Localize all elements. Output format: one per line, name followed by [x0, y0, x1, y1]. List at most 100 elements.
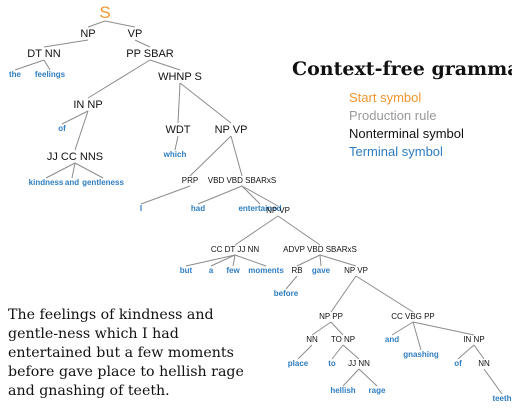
- nonterminal-n20: JJ NN: [348, 359, 370, 368]
- tree-edge-n6-n8: [177, 82, 181, 124]
- tree-edge-n13-t_moments: [234, 254, 267, 267]
- tree-edge-n7-t_gentleness: [74, 162, 104, 179]
- nonterminal-n12: NP VP: [266, 206, 290, 215]
- terminal-t_place: place: [288, 359, 309, 368]
- terminal-t_hellish: hellish: [330, 386, 355, 395]
- tree-edge-n10-t_I: [140, 185, 191, 205]
- tree-edge-start-n2: [104, 20, 136, 28]
- nonterminal-n8: WDT: [165, 124, 190, 136]
- tree-edge-n15-t_before: [285, 275, 298, 290]
- tree-edge-n17-n19: [330, 321, 344, 336]
- nonterminal-n19: TO NP: [331, 335, 355, 344]
- tree-edge-n3-t_feelings: [43, 59, 51, 71]
- nonterminal-n3: DT NN: [27, 48, 60, 60]
- tree-edge-n9-n11: [230, 135, 243, 177]
- tree-edge-n1-n3: [43, 39, 89, 48]
- terminal-t_rage: rage: [369, 386, 386, 395]
- tree-edge-n8-t_which: [174, 135, 179, 151]
- terminal-t_few: few: [226, 266, 240, 275]
- nonterminal-n4: PP SBAR: [126, 48, 174, 60]
- tree-edge-n4-n5: [87, 59, 151, 99]
- tree-edge-n4-n6: [149, 59, 181, 71]
- tree-edge-n14-n15: [296, 254, 321, 267]
- tree-edge-n3-t_the: [14, 59, 45, 71]
- tree-edge-n11-n12: [241, 185, 279, 207]
- tree-edge-n13-t_few: [232, 254, 236, 267]
- tree-edge-n2-n4: [134, 39, 151, 48]
- tree-edge-n20-t_hellish: [342, 368, 360, 387]
- terminal-t_and2: and: [385, 335, 399, 344]
- tree-edge-n20-t_rage: [358, 368, 378, 387]
- tree-edge-n18-t_place: [297, 344, 313, 360]
- terminal-t_feelings: feelings: [35, 70, 66, 79]
- tree-edge-n21-n22: [412, 321, 475, 336]
- terminal-t_but: but: [180, 266, 193, 275]
- tree-edge-n23-t_teeth: [483, 368, 503, 395]
- tree-edge-n17-n18: [311, 321, 332, 336]
- terminal-t_gentleness: gentleness: [82, 178, 124, 187]
- terminal-t_to: to: [328, 359, 336, 368]
- nonterminal-n22: IN NP: [463, 335, 484, 344]
- nonterminal-n17: NP PP: [319, 312, 343, 321]
- nonterminal-n21: CC VBG PP: [391, 312, 435, 321]
- terminal-t_teeth: teeth: [492, 394, 511, 403]
- legend-start-symbol: Start symbol: [349, 90, 421, 105]
- tree-edge-n16-n17: [330, 275, 357, 313]
- example-sentence: The feelings of kindness and gentle-ness…: [8, 307, 244, 399]
- tree-edge-n7-t_kindness: [45, 162, 76, 179]
- terminal-t_moments: moments: [248, 266, 284, 275]
- terminal-t_which: which: [163, 150, 187, 159]
- tree-edge-n6-n9: [179, 82, 232, 124]
- nonterminal-n10: PRP: [182, 176, 198, 185]
- terminal-t_gave: gave: [312, 266, 331, 275]
- terminal-t_a: a: [209, 266, 214, 275]
- terminal-t_of2: of: [454, 359, 462, 368]
- terminal-t_had: had: [191, 204, 205, 213]
- nonterminal-n7: JJ CC NNS: [47, 151, 103, 163]
- tree-edge-n11-t_had: [197, 185, 243, 205]
- tree-edge-n11-t_entertained: [241, 185, 261, 205]
- nonterminal-n2: VP: [128, 28, 143, 40]
- legend-nonterminal-symbol: Nonterminal symbol: [349, 126, 464, 141]
- tree-edge-n5-t_of1: [61, 110, 89, 125]
- tree-edge-n13-t_a: [210, 254, 236, 267]
- terminal-t_gnashing: gnashing: [403, 350, 439, 359]
- tree-edge-n12-n14: [277, 215, 321, 246]
- terminal-t_and1: and: [65, 178, 79, 187]
- tree-edge-n13-t_but: [185, 254, 236, 267]
- terminal-t_I: I: [140, 204, 142, 213]
- nonterminal-n15: RB: [291, 266, 302, 275]
- tree-edge-n19-t_to: [331, 344, 344, 360]
- nonterminal-n18: NN: [306, 335, 318, 344]
- nonterminal-n13: CC DT JJ NN: [211, 245, 260, 254]
- tree-edge-start-n1: [87, 20, 106, 28]
- terminal-t_of1: of: [58, 124, 66, 133]
- tree-edges: [14, 20, 503, 395]
- nonterminal-n9: NP VP: [215, 124, 248, 136]
- tree-edge-n14-t_gave: [319, 254, 322, 267]
- legend-production-rule: Production rule: [349, 108, 436, 123]
- tree-edge-n16-n21: [355, 275, 414, 313]
- tree-edge-n7-t_and1: [71, 162, 76, 179]
- nonterminal-n5: IN NP: [73, 99, 102, 111]
- legend-title: Context-free grammar:: [292, 58, 512, 80]
- terminal-t_entertained: entertained: [238, 204, 281, 213]
- nonterminal-n14: ADVP VBD SBARxS: [283, 245, 357, 254]
- nonterminal-n16: NP VP: [344, 266, 368, 275]
- tree-edge-n12-n13: [234, 215, 279, 246]
- tree-edge-n19-n20: [342, 344, 360, 360]
- nonterminal-n11: VBD VBD SBARxS: [208, 176, 276, 185]
- nonterminal-n6: WHNP S: [158, 71, 202, 83]
- tree-edge-n9-n10: [189, 135, 232, 177]
- terminal-t_before: before: [274, 289, 299, 298]
- legend-terminal-symbol: Terminal symbol: [349, 144, 443, 159]
- terminal-t_the: the: [9, 70, 22, 79]
- tree-edge-n21-t_and2: [391, 321, 414, 336]
- legend: Context-free grammar: Start symbol Produ…: [292, 58, 512, 159]
- nonterminal-n23: NN: [478, 359, 490, 368]
- tree-edge-n5-n7: [74, 110, 89, 151]
- tree-edge-n14-n16: [319, 254, 357, 267]
- tree-edge-n22-t_of2: [457, 344, 475, 360]
